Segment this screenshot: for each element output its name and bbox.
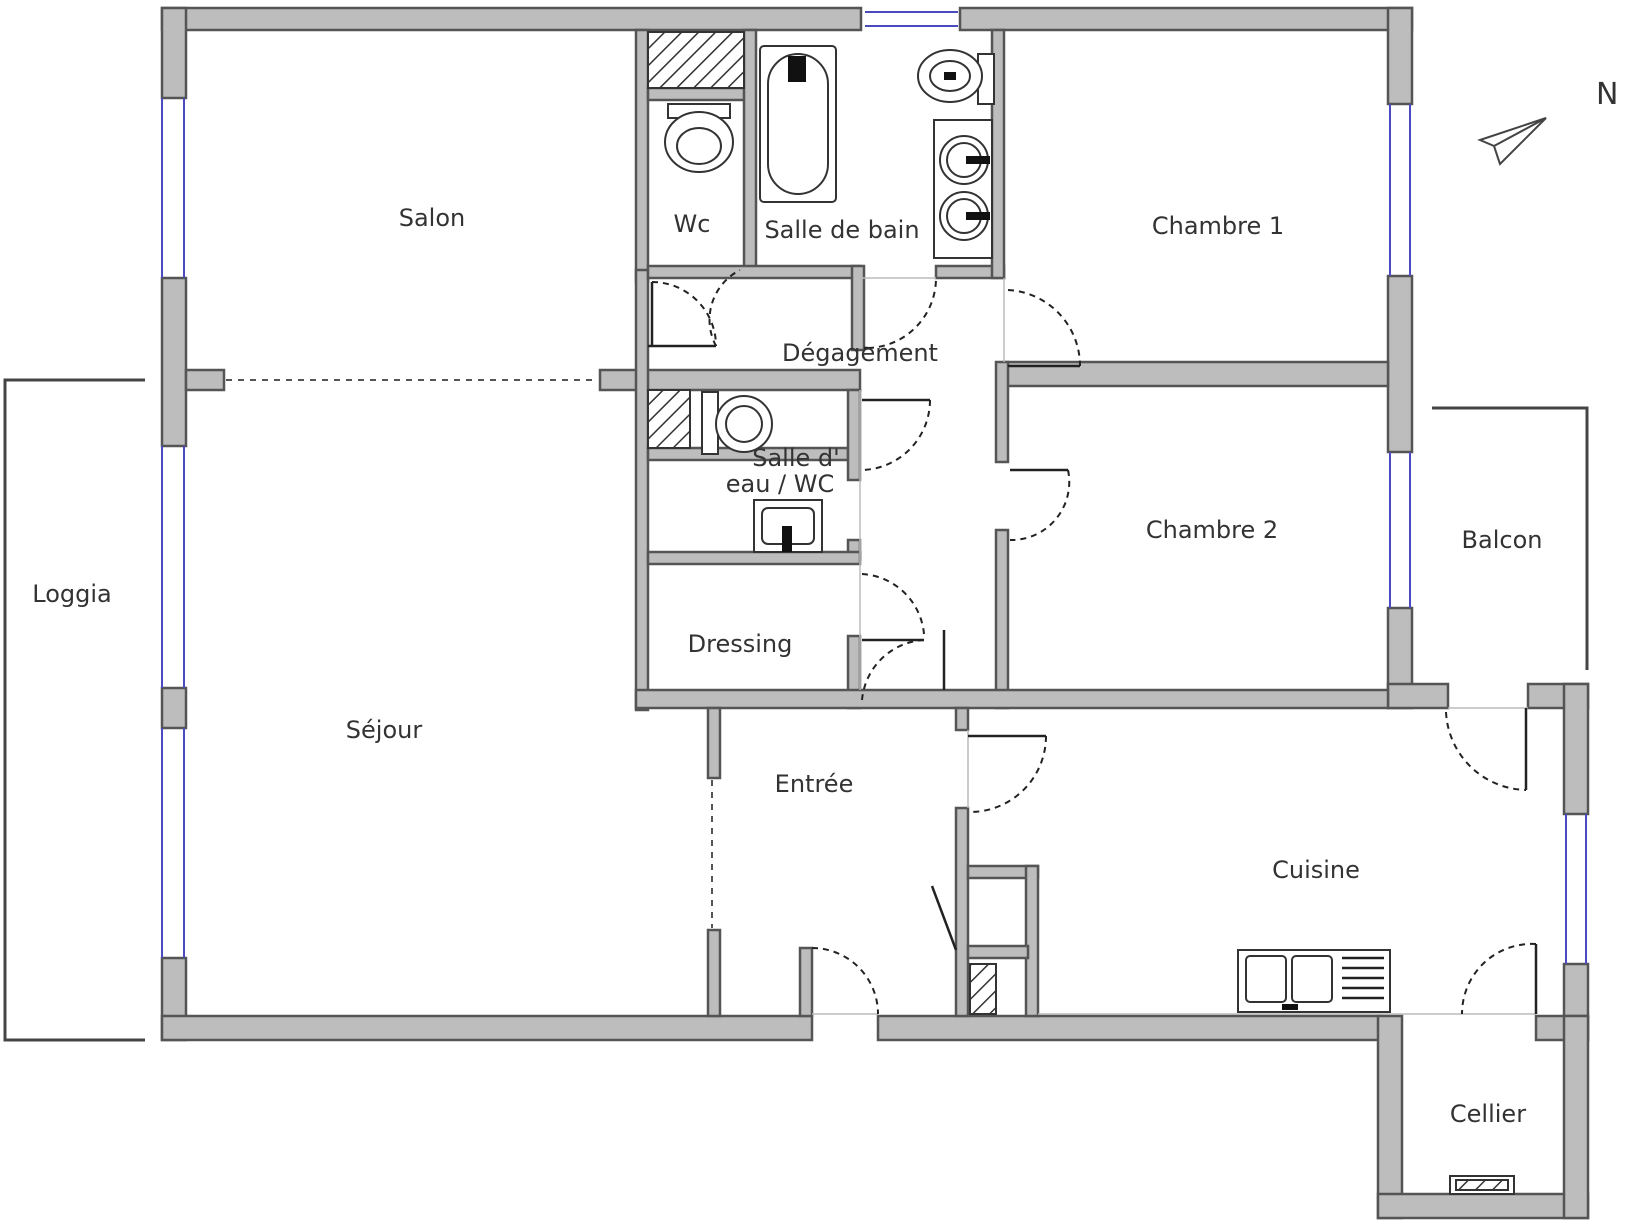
- kitchen-sink-icon: [1237, 949, 1391, 1013]
- room-label-sejour: Séjour: [346, 716, 423, 744]
- thin-guide-lines: [812, 277, 1536, 1015]
- room-label-cuisine: Cuisine: [1272, 856, 1360, 884]
- compass-label: N: [1596, 77, 1618, 112]
- compass-arrow-icon: [1477, 117, 1547, 166]
- double-sink-icon: [933, 119, 993, 259]
- room-label-chambre-1: Chambre 1: [1152, 212, 1284, 240]
- bidet-icon: [917, 49, 995, 105]
- doors: [648, 269, 1538, 1015]
- toilet-icon: [664, 103, 734, 173]
- loggia-outline: [3, 378, 145, 1042]
- fixtures: [647, 31, 1515, 1195]
- room-label-salle-de-bain: Salle de bain: [764, 216, 919, 244]
- room-label-chambre-2: Chambre 2: [1146, 516, 1278, 544]
- room-label-degagement: Dégagement: [782, 339, 938, 367]
- bathtub-icon: [759, 45, 837, 203]
- washbasin-icon: [753, 499, 823, 553]
- room-label-entree: Entrée: [775, 770, 854, 798]
- room-labels: Salon Wc Salle de bain Chambre 1 Dégagem…: [32, 204, 1542, 1128]
- room-label-wc: Wc: [674, 210, 711, 238]
- room-label-dressing: Dressing: [688, 630, 793, 658]
- room-label-cellier: Cellier: [1450, 1100, 1526, 1128]
- room-label-loggia: Loggia: [32, 580, 111, 608]
- toilet-icon: [701, 391, 773, 455]
- radiator-icon: [1449, 1175, 1515, 1195]
- windows: [161, 11, 1587, 964]
- room-label-salon: Salon: [399, 204, 466, 232]
- balcon-outline: [1432, 406, 1589, 670]
- room-label-salle-eau-line1: Salle d': [752, 444, 840, 472]
- room-label-balcon: Balcon: [1462, 526, 1543, 554]
- exterior-walls: [160, 6, 1590, 1220]
- room-label-salle-eau-line2: eau / WC: [726, 470, 835, 498]
